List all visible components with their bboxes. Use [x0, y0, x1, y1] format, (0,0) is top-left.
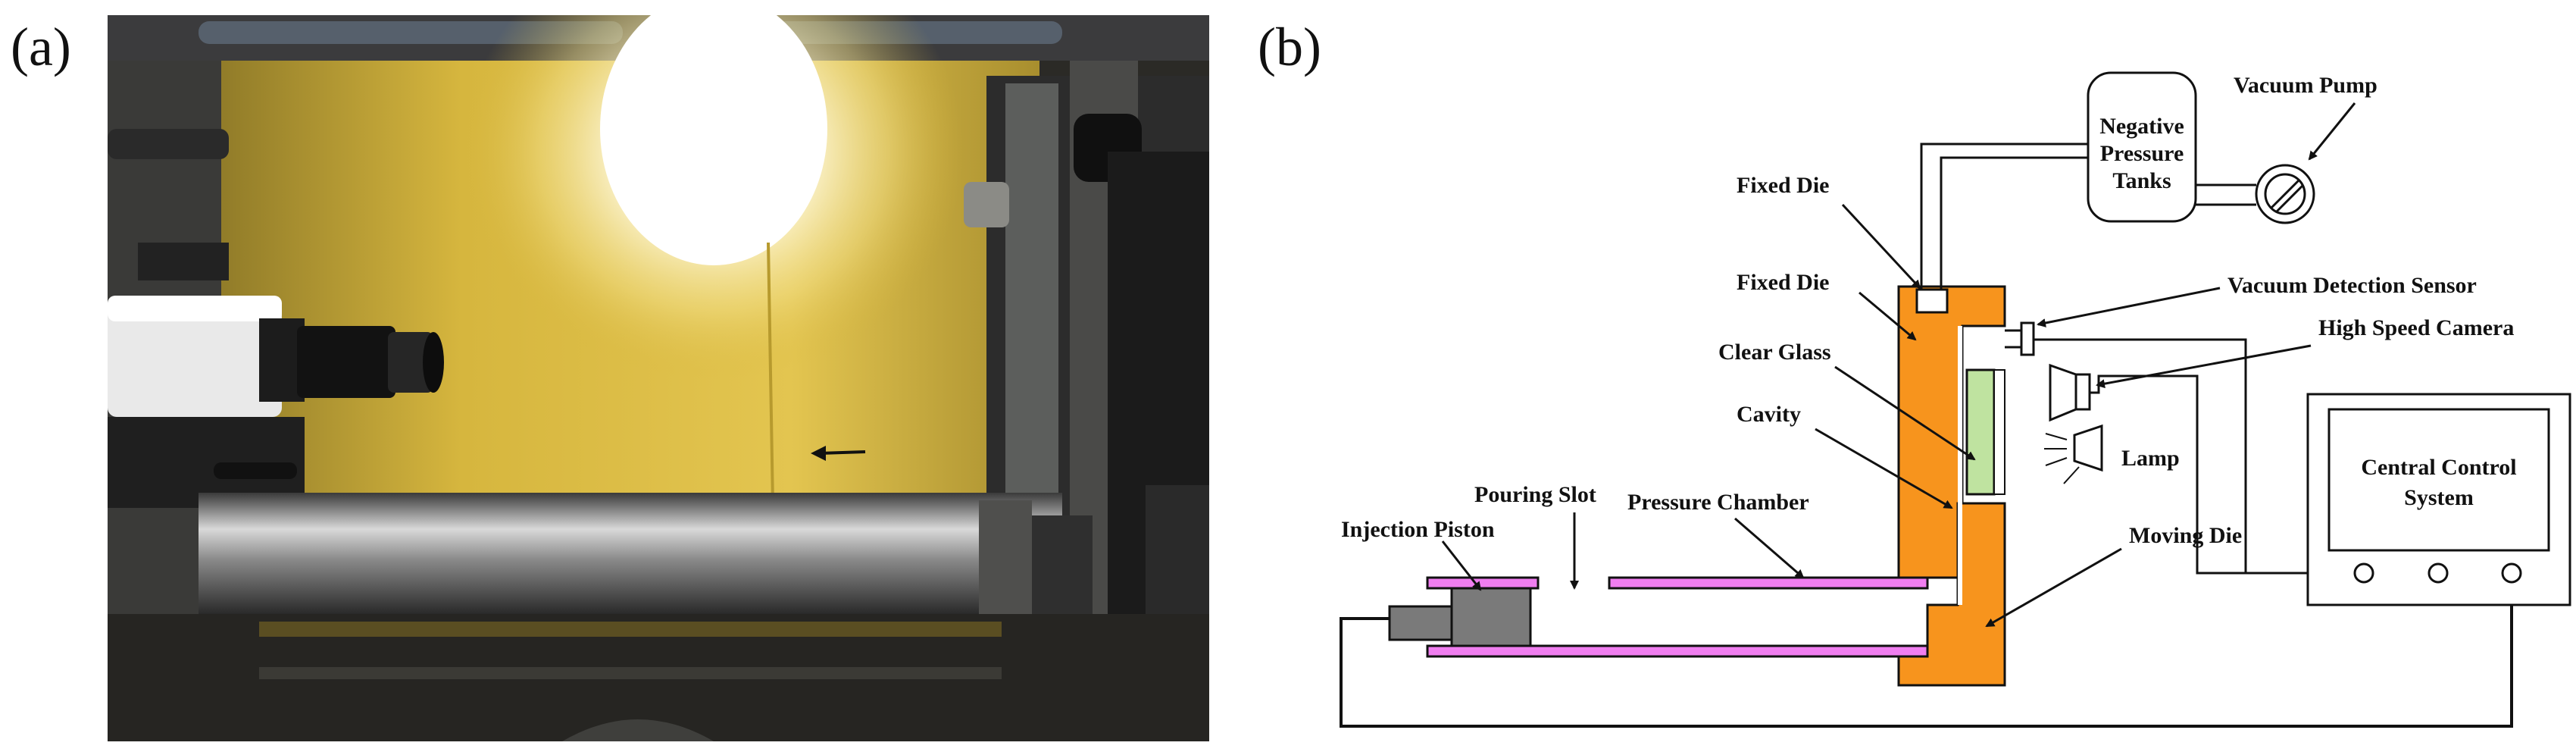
sensor-arrow [2037, 287, 2221, 327]
vacuum-pump-arrow [2308, 102, 2356, 161]
vacuum-pump-label: Vacuum Pump [2234, 73, 2377, 98]
lamp-label: Lamp [2121, 446, 2180, 471]
moving-die-arrow [1985, 547, 2122, 628]
control-port-1 [2353, 562, 2374, 584]
injection-piston-arrow [1441, 540, 1482, 591]
cavity-label: Cavity [1737, 402, 1801, 427]
cavity-arrow [1815, 428, 1953, 509]
piston-head [1450, 587, 1532, 647]
injection-piston [1388, 605, 1453, 641]
vacuum-detection-sensor [2020, 321, 2035, 356]
high-speed-camera-label: High Speed Camera [2318, 315, 2514, 340]
experiment-photo [108, 15, 1209, 741]
high-speed-camera [2049, 363, 2091, 422]
tanks-label-line1: Negative [2099, 114, 2184, 139]
lamp [2044, 424, 2103, 484]
vacuum-pipe-inner [1940, 156, 2088, 290]
fixed-die-top-arrow [1841, 203, 1921, 290]
vacuum-pump [2255, 164, 2315, 224]
vacuum-detection-sensor-label: Vacuum Detection Sensor [2227, 273, 2477, 298]
panel-label-a: (a) [11, 17, 71, 77]
panel-label-b: (b) [1258, 17, 1321, 77]
cavity [1958, 326, 1962, 605]
moving-die-label: Moving Die [2129, 523, 2242, 548]
control-port-3 [2501, 562, 2522, 584]
fixed-die-left-arrow [1859, 291, 1917, 341]
chamber-lower [1426, 644, 1929, 658]
injection-piston-label: Injection Piston [1341, 517, 1495, 542]
clear-glass-arrow [1834, 365, 1976, 461]
negative-pressure-tanks [2087, 71, 2197, 223]
tanks-label-line2: Pressure [2100, 141, 2184, 166]
camera-arrow [2096, 344, 2312, 389]
vacuum-pipe-outer [1920, 143, 2088, 290]
pressure-chamber-photo [199, 493, 1062, 614]
tanks-label-line3: Tanks [2112, 168, 2171, 193]
camera-photo [108, 296, 444, 417]
glass-frame [1993, 369, 2005, 495]
pouring-slot-label: Pouring Slot [1474, 482, 1596, 507]
fixed-die-left-label: Fixed Die [1737, 270, 1829, 295]
clear-glass-label: Clear Glass [1718, 340, 1831, 365]
control-port-2 [2428, 562, 2449, 584]
chamber-upper-right [1608, 576, 1929, 590]
control-label-line1: Central Control [2361, 455, 2516, 480]
control-wire-piston [1340, 573, 2513, 728]
control-label-line2: System [2404, 485, 2474, 510]
fixed-die-top-label: Fixed Die [1737, 173, 1829, 198]
chamber-upper-left [1426, 576, 1540, 590]
vacuum-valve [1915, 288, 1949, 314]
clear-glass [1965, 368, 1996, 496]
pressure-chamber-label: Pressure Chamber [1627, 490, 1809, 515]
control-screen [2327, 408, 2550, 552]
pressure-chamber-arrow [1734, 517, 1805, 579]
